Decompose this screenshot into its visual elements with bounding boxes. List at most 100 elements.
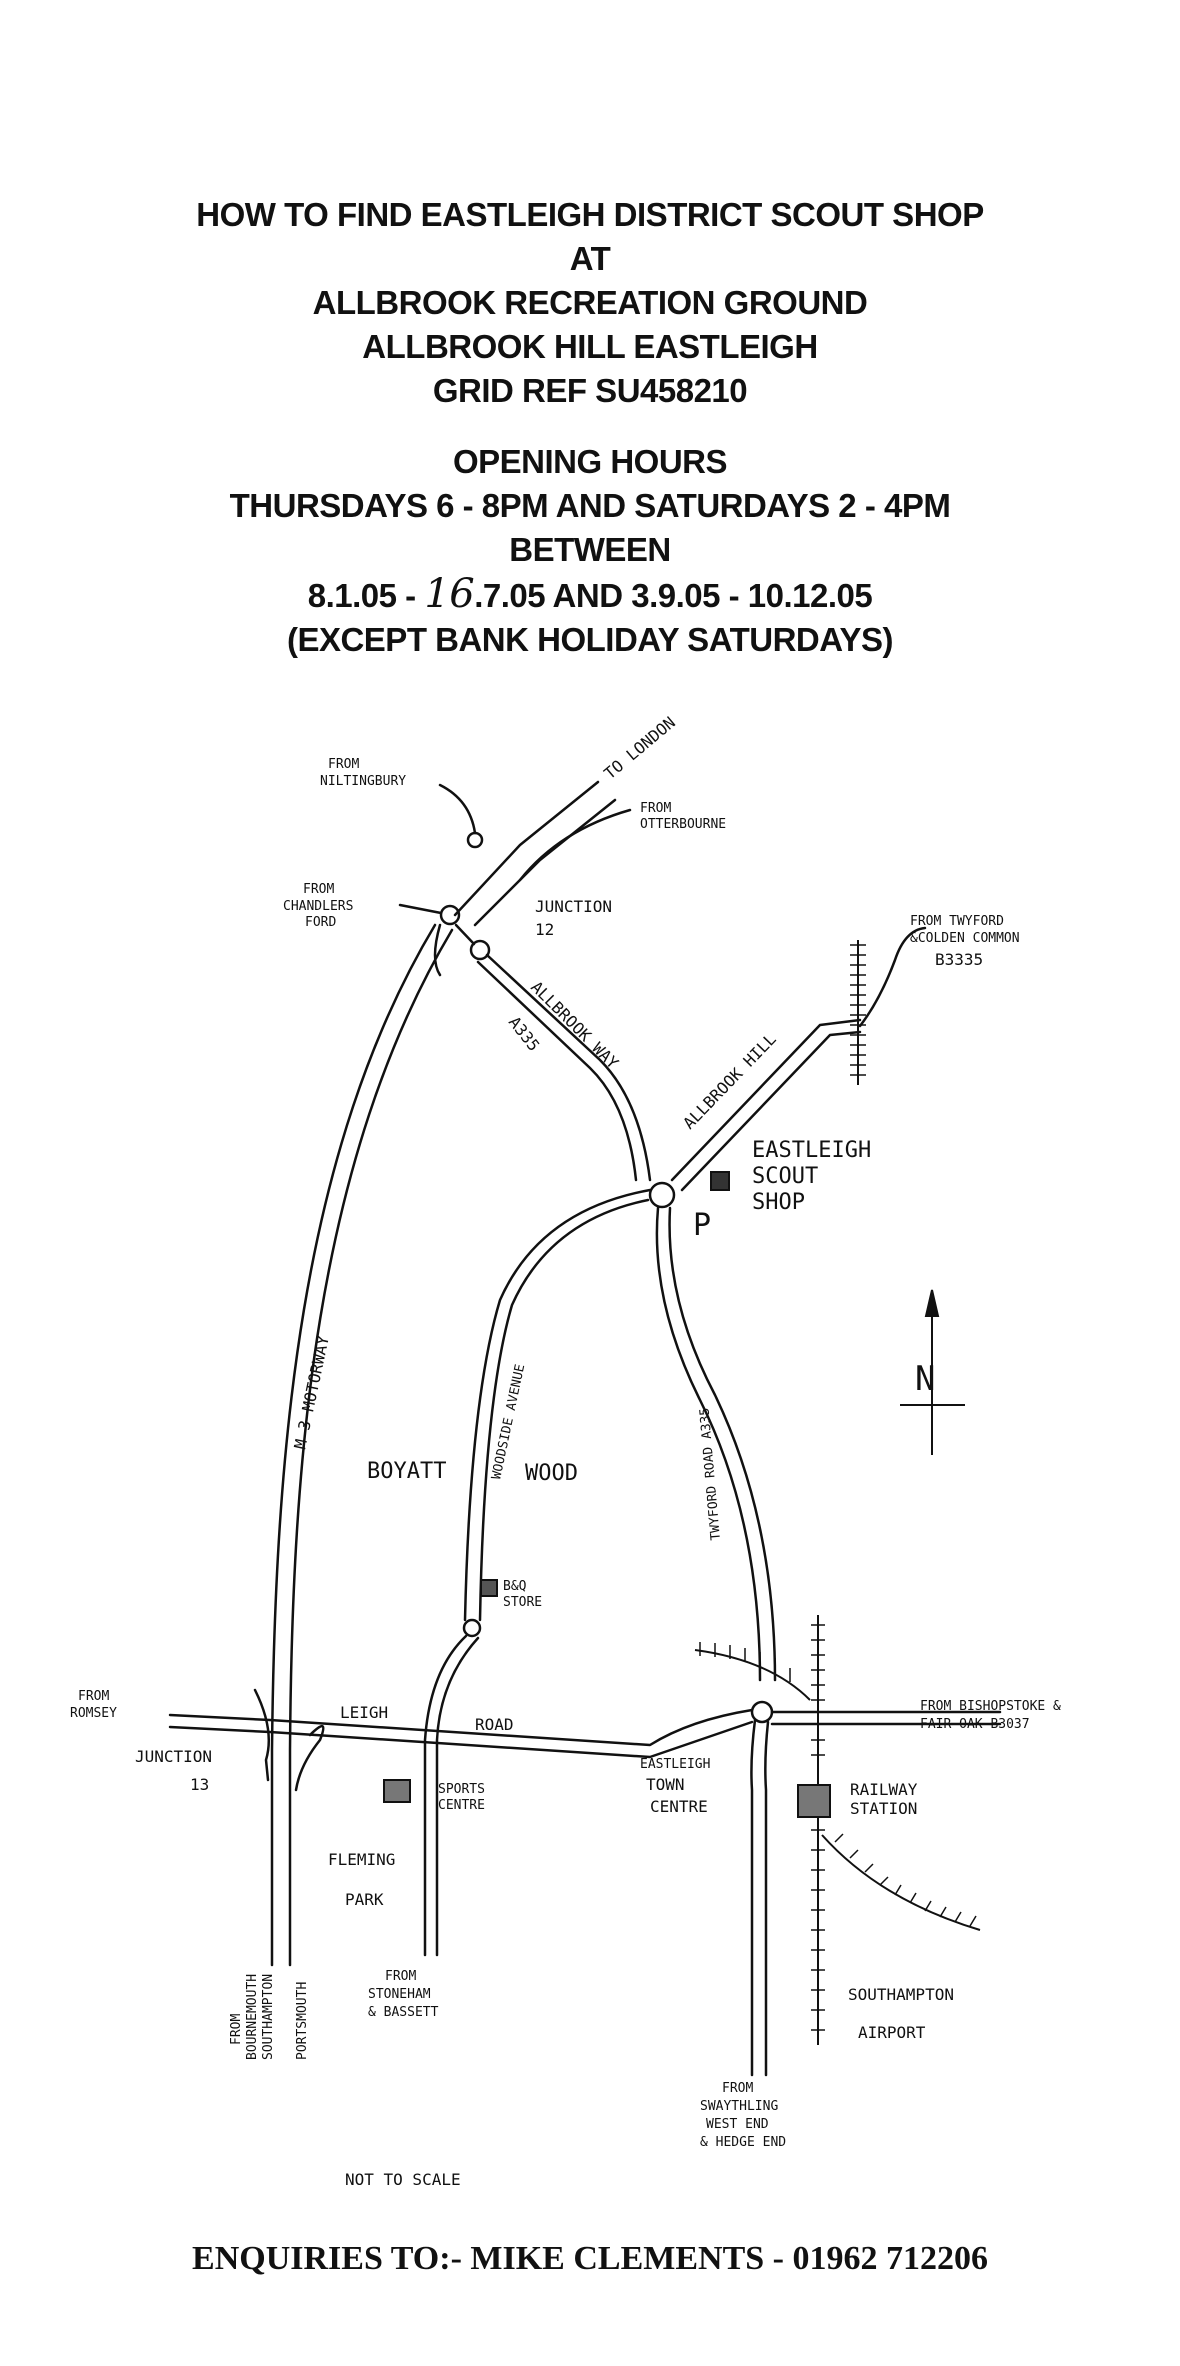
swaythling-road-b	[764, 1720, 770, 2077]
woodside-avenue-a	[463, 1188, 652, 1622]
label-railway-station-2: STATION	[850, 1799, 917, 1818]
leigh-road-a	[168, 1708, 754, 1747]
buildings	[383, 1171, 831, 1818]
north-arrow-icon	[900, 1289, 965, 1455]
title-line-4: ALLBROOK HILL EASTLEIGH	[362, 328, 818, 365]
railway-lines	[694, 940, 981, 2045]
exception-note: (EXCEPT BANK HOLIDAY SATURDAYS)	[286, 621, 894, 658]
roundabout-nightingbury	[466, 831, 484, 849]
label-eastleigh-tc-3: CENTRE	[650, 1797, 708, 1816]
label-twyford-road: TWYFORD ROAD A335	[697, 1407, 724, 1541]
b3335-road	[858, 926, 927, 1028]
twyford-road-a	[655, 1206, 762, 1682]
roads	[168, 780, 1002, 2077]
allbrook-hill-b	[680, 1030, 862, 1192]
label-from-bournemouth-4: PORTSMOUTH	[295, 1982, 310, 2060]
label-from-nightingbury-2: NILTINGBURY	[320, 774, 406, 789]
label-wood: WOOD	[525, 1461, 578, 1486]
m3-motorway-west	[270, 923, 437, 1967]
label-scout-shop-3: SHOP	[752, 1190, 805, 1215]
label-sports-centre-2: CENTRE	[438, 1798, 485, 1813]
junction-13-loop-w	[253, 1688, 271, 1782]
opening-hours-heading: OPENING HOURS	[452, 443, 728, 480]
label-from-stoneham-1: FROM	[385, 1969, 416, 1984]
label-b3335: B3335	[935, 950, 983, 969]
label-from-twyford-1: FROM TWYFORD	[910, 914, 1004, 929]
grid-ref: GRID REF SU458210	[432, 372, 748, 409]
railway-station-marker	[797, 1784, 831, 1818]
m3-north-a	[453, 780, 600, 917]
label-from-bournemouth-1: FROM	[229, 2014, 244, 2045]
handwritten-correction: 16	[424, 571, 475, 617]
label-from-otterbourne-1: FROM	[640, 801, 671, 816]
label-junction-12-2: 12	[535, 920, 554, 939]
label-from-stoneham-3: & BASSETT	[368, 2005, 439, 2020]
woodside-south-a	[423, 1634, 468, 1957]
junction-13-loop-e	[294, 1725, 325, 1792]
label-bq-store-2: STORE	[503, 1595, 542, 1610]
woodside-avenue-b	[478, 1198, 650, 1622]
label-boyatt: BOYATT	[367, 1459, 446, 1484]
label-not-to-scale: NOT TO SCALE	[345, 2170, 461, 2189]
label-from-chandlers-1: FROM	[303, 882, 334, 897]
dates-rest: .7.05 AND 3.9.05 - 10.12.05	[474, 577, 873, 614]
label-north: N	[915, 1359, 935, 1399]
label-from-chandlers-2: CHANDLERS	[283, 899, 353, 914]
twyford-road-b	[668, 1206, 777, 1682]
location-map: TO LONDON FROM NILTINGBURY FROM OTTERBOU…	[70, 713, 1061, 2189]
leigh-road-b	[168, 1720, 754, 1759]
label-railway-station-1: RAILWAY	[850, 1780, 918, 1799]
label-fleming-2: PARK	[345, 1890, 384, 1909]
label-scout-shop-1: EASTLEIGH	[752, 1138, 871, 1163]
label-from-nightingbury-1: FROM	[328, 757, 359, 772]
railway-branch-nw	[694, 1649, 811, 1701]
from-nightingbury-road	[438, 783, 477, 835]
label-from-swaythling-3: WEST END	[706, 2117, 769, 2132]
label-from-romsey-2: ROMSEY	[70, 1706, 117, 1721]
bq-store-marker	[480, 1579, 498, 1597]
junction-slip-b	[433, 923, 442, 977]
label-junction-13-2: 13	[190, 1775, 209, 1794]
title-line-1: HOW TO FIND EASTLEIGH DISTRICT SCOUT SHO…	[196, 196, 984, 233]
railway-b3335-ties	[850, 944, 866, 1076]
title-line-2: AT	[569, 240, 611, 277]
label-from-bournemouth-2: BOURNEMOUTH	[245, 1974, 260, 2060]
between-label: BETWEEN	[509, 531, 671, 568]
label-from-bournemouth-3: SOUTHAMPTON	[261, 1974, 276, 2060]
railway-branch-nw-ties	[699, 1642, 791, 1682]
junction-12-roundabout-b	[469, 939, 491, 961]
sports-centre-marker	[383, 1779, 411, 1803]
allbrook-hill-a	[670, 1018, 862, 1182]
woodside-south-b	[435, 1636, 480, 1957]
label-from-stoneham-2: STONEHAM	[368, 1987, 431, 2002]
label-scout-shop-2: SCOUT	[752, 1164, 818, 1189]
junction-12-roundabout-a	[439, 904, 461, 926]
label-eastleigh-tc-1: EASTLEIGH	[640, 1757, 710, 1772]
railway-branch-se	[821, 1834, 981, 1931]
label-southampton-1: SOUTHAMPTON	[848, 1985, 954, 2004]
label-from-otterbourne-2: OTTERBOURNE	[640, 817, 726, 832]
enquiries-footer: ENQUIRIES TO:- MIKE CLEMENTS - 01962 712…	[192, 2240, 988, 2277]
scout-shop-marker	[710, 1171, 730, 1191]
label-road: ROAD	[475, 1715, 514, 1734]
label-from-chandlers-3: FORD	[305, 915, 336, 930]
woodside-roundabout	[462, 1618, 482, 1638]
label-allbrook-way: ALLBROOK WAY	[527, 977, 622, 1072]
parking-icon: P	[693, 1208, 711, 1243]
label-leigh: LEIGH	[340, 1703, 388, 1722]
label-eastleigh-tc-2: TOWN	[646, 1775, 685, 1794]
dates-start: 8.1.05 -	[307, 577, 425, 614]
map-labels: TO LONDON FROM NILTINGBURY FROM OTTERBOU…	[70, 713, 1061, 2189]
label-from-swaythling-1: FROM	[722, 2081, 753, 2096]
title-block: HOW TO FIND EASTLEIGH DISTRICT SCOUT SHO…	[0, 193, 1180, 413]
label-junction-12-1: JUNCTION	[535, 897, 612, 916]
label-from-twyford-2: &COLDEN COMMON	[910, 931, 1020, 946]
label-southampton-2: AIRPORT	[858, 2023, 926, 2042]
allbrook-way-a	[485, 953, 652, 1182]
label-from-swaythling-4: & HEDGE END	[700, 2135, 786, 2150]
label-junction-13-1: JUNCTION	[135, 1747, 212, 1766]
label-fleming-1: FLEMING	[328, 1850, 395, 1869]
title-line-3: ALLBROOK RECREATION GROUND	[312, 284, 868, 321]
label-sports-centre-1: SPORTS	[438, 1782, 485, 1797]
junction-slip	[454, 923, 476, 946]
